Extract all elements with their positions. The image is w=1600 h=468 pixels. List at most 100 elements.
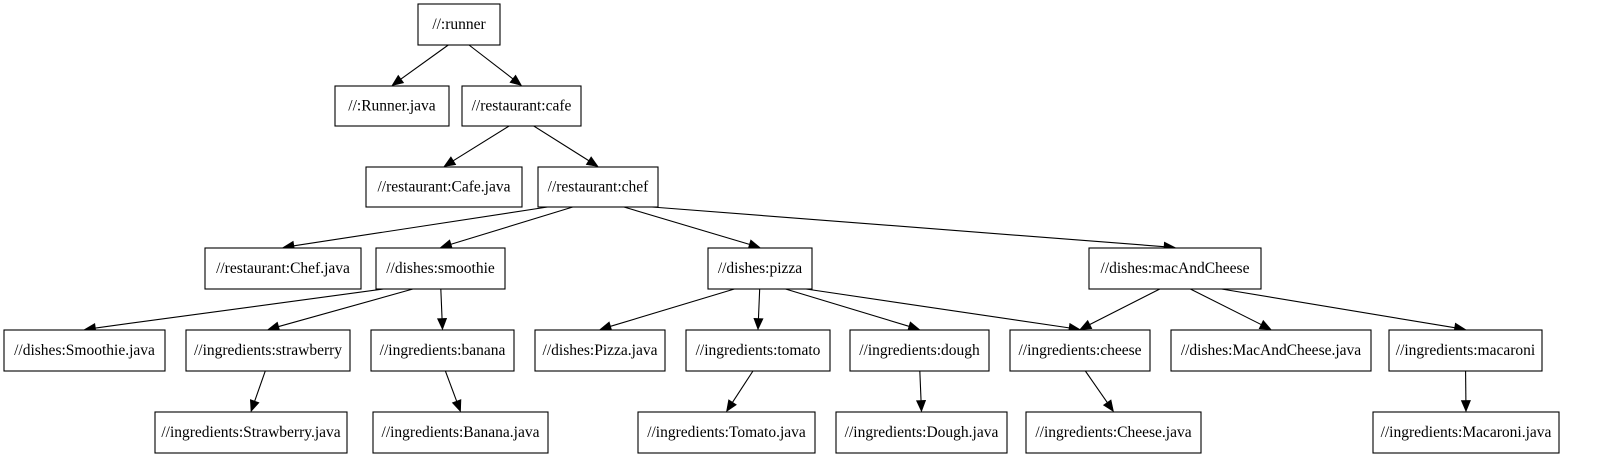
edge-restaurant-chef-to-dishes-pizza	[623, 206, 761, 250]
node-label: //ingredients:Cheese.java	[1035, 424, 1191, 441]
node-label: //dishes:MacAndCheese.java	[1181, 342, 1361, 359]
node-box[interactable]	[537, 166, 659, 208]
edge-line	[453, 125, 510, 162]
node-box[interactable]	[417, 3, 501, 46]
node-restaurant-chef[interactable]: //restaurant:chef	[537, 166, 659, 208]
node-ing-tomato[interactable]: //ingredients:tomato	[685, 329, 831, 372]
node-ing-banana[interactable]: //ingredients:banana	[370, 329, 515, 372]
node-runner-java[interactable]: //:Runner.java	[334, 85, 450, 127]
edge-line	[651, 206, 1165, 248]
edge-line	[254, 370, 266, 402]
edge-line	[1084, 370, 1108, 403]
arrowhead-icon	[1258, 319, 1272, 330]
arrowhead-icon	[753, 318, 764, 331]
node-ing-macaroni[interactable]: //ingredients:macaroni	[1388, 329, 1543, 372]
node-box[interactable]	[1170, 329, 1372, 372]
node-dough-java[interactable]: //ingredients:Dough.java	[835, 411, 1008, 454]
node-box[interactable]	[685, 329, 831, 372]
node-box[interactable]	[365, 166, 523, 208]
edge-line	[805, 288, 1070, 329]
edge-dishes-mac-to-ing-cheese	[1079, 288, 1161, 330]
edge-dishes-smoothie-to-smoothie-java	[83, 288, 384, 333]
node-box[interactable]	[1009, 329, 1151, 372]
edge-restaurant-cafe-to-restaurant-chef	[533, 125, 599, 167]
node-box[interactable]	[3, 329, 166, 372]
edge-restaurant-chef-to-chef-java	[282, 206, 548, 251]
node-cafe-java[interactable]: //restaurant:Cafe.java	[365, 166, 523, 208]
node-label: //ingredients:banana	[380, 342, 506, 359]
node-box[interactable]	[637, 411, 816, 454]
edge-line	[95, 288, 384, 329]
node-box[interactable]	[1388, 329, 1543, 372]
edge-dishes-pizza-to-ing-tomato	[753, 288, 764, 331]
edge-restaurant-chef-to-dishes-smoothie	[439, 206, 573, 250]
edge-line	[278, 288, 414, 328]
arrowhead-icon	[439, 239, 453, 250]
node-dishes-smoothie[interactable]: //dishes:smoothie	[375, 247, 506, 290]
node-cheese-java[interactable]: //ingredients:Cheese.java	[1025, 411, 1202, 454]
node-ing-strawberry[interactable]: //ingredients:strawberry	[185, 329, 351, 372]
node-box[interactable]	[849, 329, 990, 372]
edge-line	[610, 288, 735, 327]
edge-dishes-pizza-to-pizza-java	[599, 288, 735, 332]
node-ing-cheese[interactable]: //ingredients:cheese	[1009, 329, 1151, 372]
node-label: //dishes:Smoothie.java	[14, 342, 155, 359]
edge-ing-dough-to-dough-java	[915, 370, 927, 413]
node-box[interactable]	[370, 329, 515, 372]
node-label: //ingredients:macaroni	[1396, 342, 1536, 359]
node-label: //restaurant:cafe	[472, 98, 572, 115]
edge-line	[444, 370, 458, 402]
node-restaurant-cafe[interactable]: //restaurant:cafe	[461, 85, 582, 127]
node-label: //ingredients:Dough.java	[845, 424, 999, 441]
arrowhead-icon	[451, 399, 462, 413]
node-box[interactable]	[185, 329, 351, 372]
arrowhead-icon	[1079, 319, 1093, 330]
node-box[interactable]	[204, 247, 362, 290]
edge-ing-macaroni-to-macaroni-java	[1460, 370, 1471, 413]
node-ing-dough[interactable]: //ingredients:dough	[849, 329, 990, 372]
node-box[interactable]	[334, 85, 450, 127]
node-box[interactable]	[375, 247, 506, 290]
node-mac-java[interactable]: //dishes:MacAndCheese.java	[1170, 329, 1372, 372]
edge-dishes-mac-to-ing-macaroni	[1221, 288, 1467, 333]
edge-runner-to-restaurant-cafe	[468, 44, 523, 86]
node-label: //ingredients:strawberry	[194, 342, 342, 359]
node-label: //restaurant:chef	[548, 179, 650, 196]
node-box[interactable]	[1088, 247, 1262, 290]
edge-line	[732, 370, 754, 403]
node-macaroni-java[interactable]: //ingredients:Macaroni.java	[1372, 411, 1560, 454]
edge-line	[623, 206, 750, 245]
node-label: //restaurant:Chef.java	[216, 260, 350, 277]
edge-ing-cheese-to-cheese-java	[1084, 370, 1114, 413]
node-tomato-java[interactable]: //ingredients:Tomato.java	[637, 411, 816, 454]
node-box[interactable]	[154, 411, 348, 454]
node-runner[interactable]: //:runner	[417, 3, 501, 46]
node-dishes-mac[interactable]: //dishes:macAndCheese	[1088, 247, 1262, 290]
arrowhead-icon	[436, 318, 448, 331]
arrowhead-icon	[907, 321, 921, 332]
edge-line	[757, 288, 761, 319]
node-pizza-java[interactable]: //dishes:Pizza.java	[534, 329, 666, 372]
edge-restaurant-chef-to-dishes-mac	[651, 206, 1176, 252]
node-dishes-pizza[interactable]: //dishes:pizza	[707, 247, 813, 290]
node-smoothie-java[interactable]: //dishes:Smoothie.java	[3, 329, 166, 372]
edge-line	[468, 44, 514, 80]
node-strawberry-java[interactable]: //ingredients:Strawberry.java	[154, 411, 348, 454]
node-box[interactable]	[1372, 411, 1560, 454]
node-box[interactable]	[461, 85, 582, 127]
node-box[interactable]	[372, 411, 549, 454]
arrowhead-icon	[747, 239, 761, 250]
node-box[interactable]	[1025, 411, 1202, 454]
edge-line	[1089, 288, 1161, 326]
node-box[interactable]	[835, 411, 1008, 454]
node-banana-java[interactable]: //ingredients:Banana.java	[372, 411, 549, 454]
node-box[interactable]	[707, 247, 813, 290]
node-label: //ingredients:Tomato.java	[647, 424, 806, 441]
node-chef-java[interactable]: //restaurant:Chef.java	[204, 247, 362, 290]
node-box[interactable]	[534, 329, 666, 372]
edge-dishes-smoothie-to-ing-strawberry	[267, 288, 414, 332]
node-label: //ingredients:Banana.java	[382, 424, 540, 441]
nodes-layer: //:runner //:Runner.java //restaurant:cafe…	[3, 3, 1560, 454]
edge-dishes-mac-to-mac-java	[1190, 288, 1272, 330]
